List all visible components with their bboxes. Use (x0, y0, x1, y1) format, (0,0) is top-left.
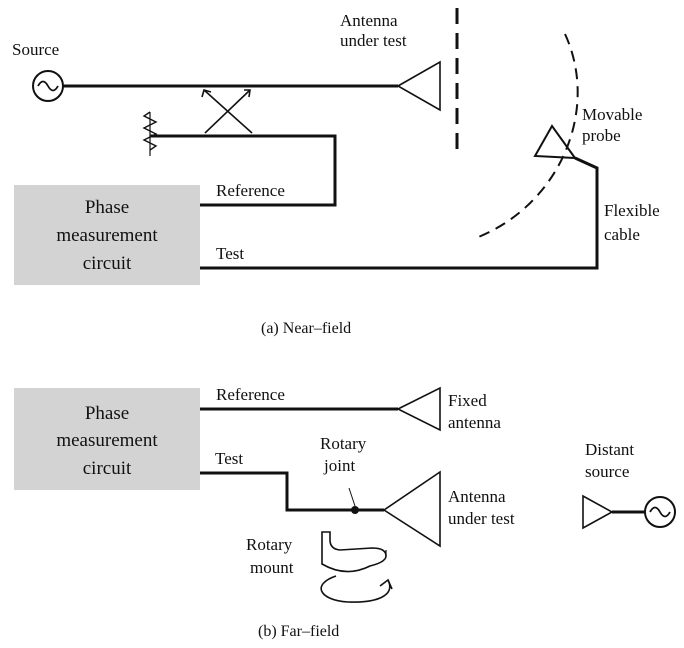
far-phase-box (14, 388, 200, 490)
near-test-label: Test (216, 244, 244, 263)
mount-label-2: mount (250, 558, 294, 577)
far-field-caption: (b) Far–field (258, 623, 339, 640)
far-field-panel: Phase measurement circuit Reference Fixe… (14, 385, 676, 640)
far-test-line (200, 471, 384, 512)
mount-label-1: Rotary (246, 535, 293, 554)
far-aut-label-2: under test (448, 509, 515, 528)
probe-label-2: probe (582, 126, 621, 145)
distant-source-label-1: Distant (585, 440, 634, 459)
cable-label-1: Flexible (604, 201, 660, 220)
near-field-panel: Source Antenna under test Reference (12, 8, 660, 337)
probe-label-1: Movable (582, 105, 642, 124)
joint-label-2: joint (323, 456, 355, 475)
near-antenna-label-1: Antenna (340, 11, 398, 30)
near-box-label-3: circuit (83, 253, 132, 274)
fixed-antenna-icon (396, 386, 441, 432)
near-antenna-label-2: under test (340, 31, 407, 50)
rotation-arrow-icon (320, 575, 393, 603)
source-icon (32, 70, 64, 102)
probe-scan-path (475, 33, 579, 239)
near-field-caption: (a) Near–field (261, 320, 351, 337)
joint-label-1: Rotary (320, 434, 367, 453)
near-box-label-2: measurement (56, 225, 158, 246)
fixed-antenna-label-2: antenna (448, 413, 501, 432)
near-phase-box (14, 185, 200, 285)
far-box-label-3: circuit (83, 458, 132, 479)
near-box-label-1: Phase (85, 197, 129, 218)
far-test-label: Test (215, 449, 243, 468)
cable-label-2: cable (604, 225, 640, 244)
near-reference-label: Reference (216, 181, 285, 200)
far-aut-label-1: Antenna (448, 487, 506, 506)
movable-probe-icon (533, 124, 578, 160)
coupler-cross-icon (201, 89, 253, 134)
reference-line (150, 134, 337, 207)
distant-source-icon (582, 494, 676, 530)
far-box-label-1: Phase (85, 403, 129, 424)
source-label: Source (12, 40, 59, 59)
resistor-icon (142, 111, 158, 156)
distant-source-label-2: source (585, 462, 629, 481)
test-cable-line (200, 156, 599, 270)
rotary-mount-icon (321, 531, 387, 573)
fixed-antenna-label-1: Fixed (448, 391, 487, 410)
far-reference-label: Reference (216, 385, 285, 404)
antenna-under-test-icon (396, 60, 441, 112)
far-antenna-under-test-icon (382, 470, 441, 548)
far-box-label-2: measurement (56, 430, 158, 451)
rotary-joint-dot (351, 506, 359, 514)
